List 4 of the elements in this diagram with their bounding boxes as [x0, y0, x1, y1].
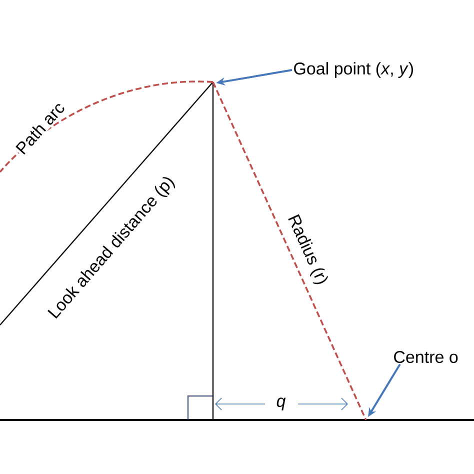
point-label: Goal point (x, y) [294, 62, 413, 78]
dimension-label: q [275, 396, 287, 412]
line-label: Radius (r) [283, 211, 331, 289]
point-label: Centre o [394, 350, 458, 364]
